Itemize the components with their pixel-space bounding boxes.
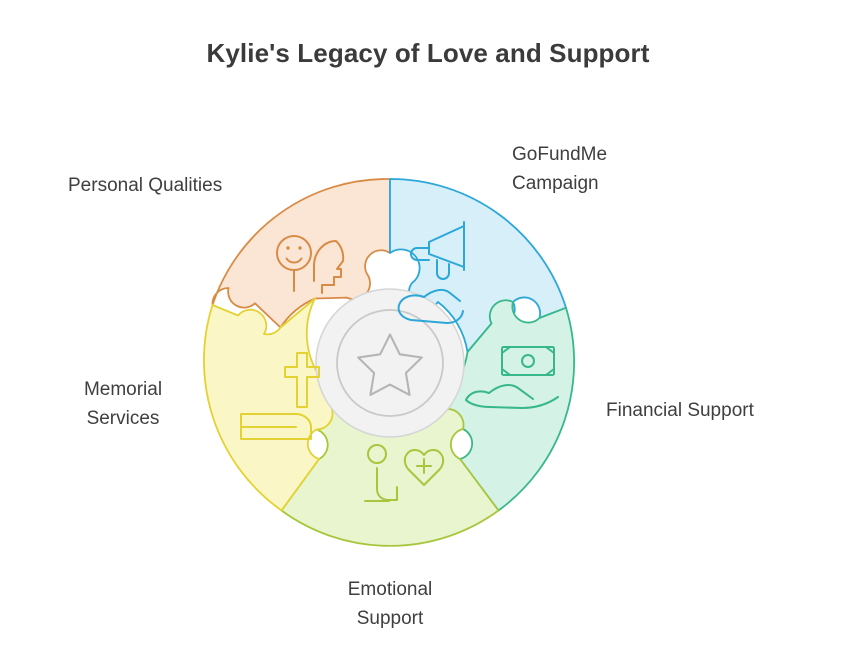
puzzle-wheel-svg bbox=[203, 178, 576, 547]
segment-label-gofundme-campaign: GoFundMe Campaign bbox=[512, 144, 608, 194]
page-title: Kylie's Legacy of Love and Support bbox=[206, 38, 650, 68]
piece-memorial-services[interactable] bbox=[203, 297, 334, 512]
cross-and-grave-icon bbox=[240, 352, 320, 440]
segment-label-memorial-services: Memorial Services bbox=[83, 379, 163, 429]
segment-label-financial-support: Financial Support bbox=[606, 400, 754, 421]
segment-label-emotional-support: Emotional Support bbox=[347, 579, 433, 629]
puzzle-segments-precise bbox=[203, 178, 576, 547]
banknote-in-hand-icon bbox=[465, 346, 559, 409]
center-hub bbox=[315, 288, 465, 438]
piece-personal-qualities[interactable] bbox=[211, 178, 391, 329]
person-with-heart-plus-icon bbox=[364, 444, 445, 502]
star-icon bbox=[357, 333, 423, 396]
hub-inner-ring bbox=[336, 309, 444, 417]
smiley-head-profile-icon bbox=[276, 235, 345, 294]
segment-label-personal-qualities: Personal Qualities bbox=[68, 175, 223, 196]
hub-outer-circle bbox=[315, 288, 465, 438]
puzzle-wheel bbox=[198, 171, 582, 555]
megaphone-in-hand-icon bbox=[397, 221, 465, 324]
